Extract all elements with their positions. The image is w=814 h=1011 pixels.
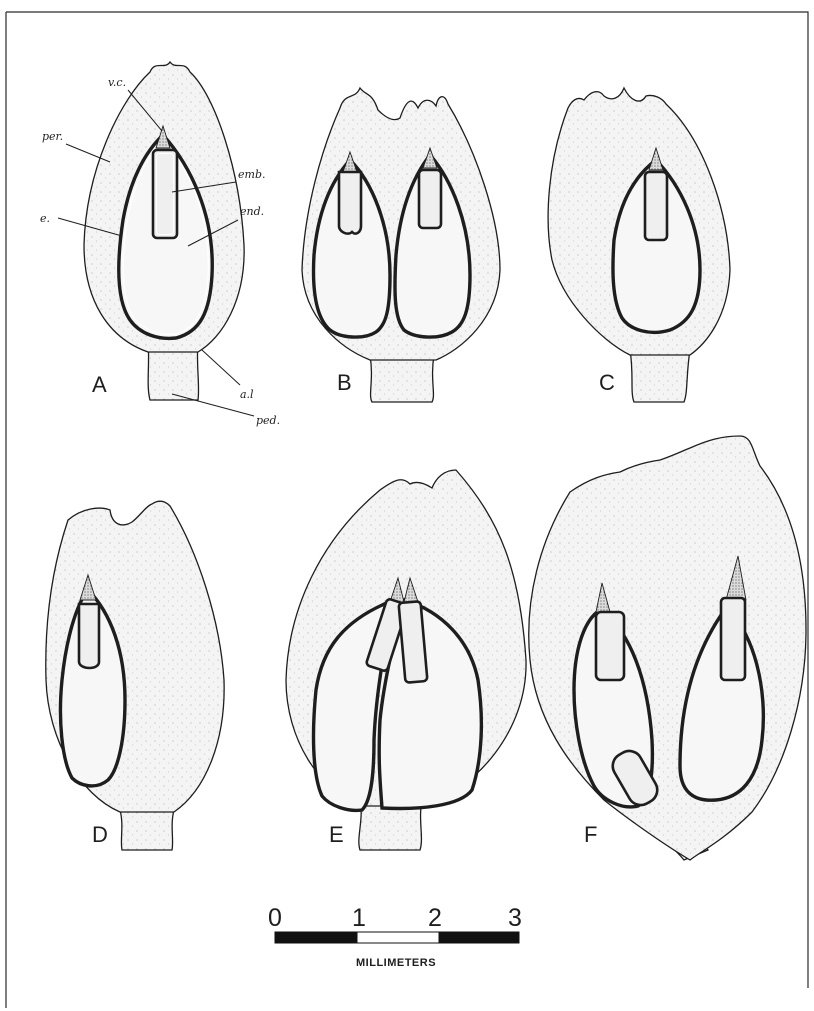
scale-tick-1: 1: [352, 904, 366, 932]
panel-letter-e: E: [329, 822, 344, 847]
scale-unit-label: MILLIMETERS: [356, 957, 436, 969]
scale-segment-3: [439, 932, 519, 943]
pedicel: [120, 810, 174, 850]
label-ped: ped.: [256, 414, 280, 427]
panel-a: v.c. emb. per. end. e. a.l ped. A: [40, 62, 280, 427]
label-al: a.l: [240, 388, 254, 401]
embryo: [79, 604, 99, 668]
pedicel: [630, 350, 690, 402]
panel-letter-b: B: [337, 370, 352, 395]
panel-b: B: [302, 88, 500, 402]
panel-e: E: [286, 470, 526, 850]
label-emb: emb.: [238, 168, 265, 181]
panel-letter-d: D: [92, 822, 108, 847]
embryo-right: [419, 170, 441, 228]
panel-letter-c: C: [599, 370, 615, 395]
scale-tick-0: 0: [268, 904, 282, 932]
embryo: [645, 172, 667, 240]
scale-bar: 0 1 2 3 MILLIMETERS: [268, 904, 522, 969]
label-vc: v.c.: [108, 76, 126, 89]
scale-tick-3: 3: [508, 904, 522, 932]
pedicel: [370, 355, 434, 402]
label-per: per.: [42, 130, 63, 143]
leader-al: [202, 350, 240, 385]
ovary-outline: [529, 436, 806, 860]
scale-segment-1: [275, 932, 357, 943]
panel-letter-f: F: [584, 822, 597, 847]
embryo-left: [596, 612, 624, 680]
embryo-left: [339, 172, 361, 234]
scale-segment-2: [357, 932, 439, 943]
panel-d: D: [46, 501, 224, 850]
embryo-right: [721, 598, 745, 680]
label-end: end.: [240, 205, 264, 218]
panel-f: F: [529, 436, 806, 860]
scale-tick-2: 2: [428, 904, 442, 932]
panel-c: C: [548, 88, 730, 402]
label-e: e.: [40, 212, 50, 225]
panel-letter-a: A: [92, 372, 107, 397]
